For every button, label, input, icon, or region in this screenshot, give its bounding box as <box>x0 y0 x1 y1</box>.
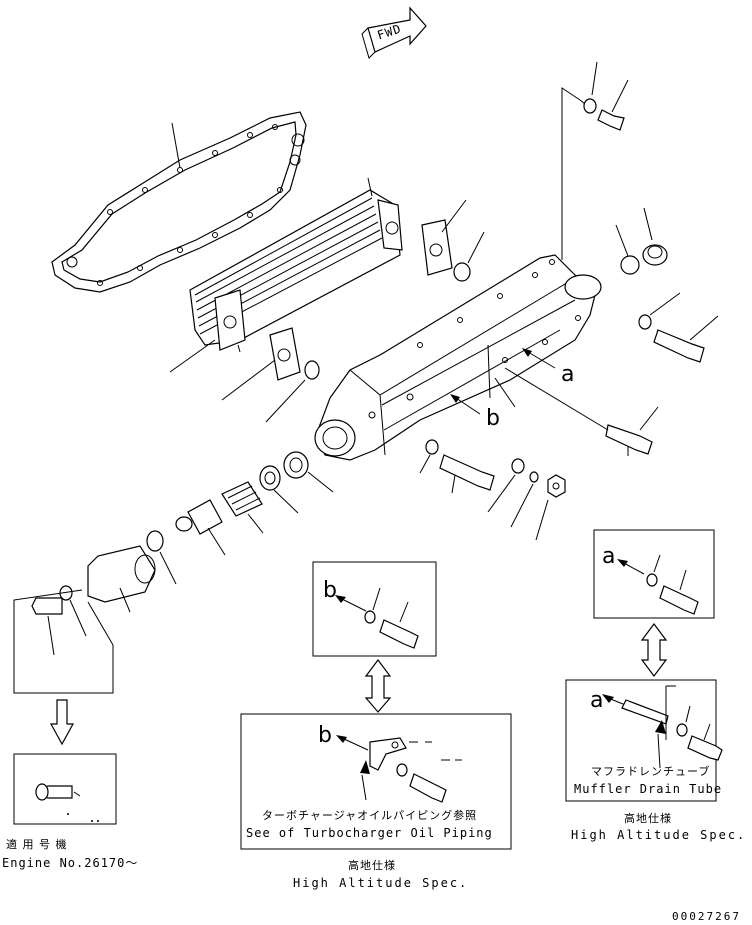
o-ring-upper <box>453 231 485 282</box>
washer-housing <box>419 439 439 474</box>
ref-label-a: a <box>561 362 575 387</box>
small-gasket-upper <box>421 199 467 276</box>
turbo-piping-note-en: See of Turbocharger Oil Piping <box>246 826 493 840</box>
high-altitude-caption-en-center: High Altitude Spec. <box>293 876 469 890</box>
washer-right <box>638 292 681 330</box>
high-altitude-caption-jp-center: 高地仕様 <box>348 859 396 872</box>
regulator-spring <box>221 481 264 534</box>
ref-arrow-a-icon <box>522 348 556 369</box>
applicable-engines-jp: 適 用 号 機 <box>6 838 68 851</box>
washer-top <box>583 61 598 114</box>
high-altitude-caption-en-right: High Altitude Spec. <box>571 828 747 842</box>
applicable-engines-en: Engine No.26170～ <box>2 856 139 870</box>
washer-stud <box>487 458 525 513</box>
cover-bolt <box>31 597 63 656</box>
seal-ring <box>283 451 334 493</box>
ref-label-a-box: a <box>602 544 616 569</box>
box-engine-no <box>13 753 117 825</box>
turbo-piping-note-jp: ターボチャージャオイルパイピング参照 <box>262 809 478 822</box>
ref-label-b: b <box>486 406 500 431</box>
ref-label-b-box: b <box>323 578 337 603</box>
long-bolt-right <box>653 315 719 363</box>
box-muffler-drain <box>565 679 723 802</box>
ref-arrow-b-icon <box>450 394 481 415</box>
o-ring-left <box>265 360 320 423</box>
muffler-drain-tube-jp: マフラドレンチューブ <box>591 765 711 778</box>
plug-right <box>642 207 668 266</box>
o-ring-right <box>615 224 640 275</box>
nut <box>535 474 566 541</box>
oil-cooler-cover <box>314 254 602 461</box>
valve-cover <box>87 545 156 613</box>
double-arrow-center-icon <box>364 659 392 713</box>
down-arrow-icon <box>49 699 75 746</box>
double-arrow-right-icon <box>640 623 668 677</box>
ref-label-b-large-box: b <box>318 723 332 748</box>
cover-washer <box>59 585 87 637</box>
left-frame <box>13 589 114 694</box>
small-gasket-left <box>221 327 301 401</box>
stud-bolt <box>439 454 495 494</box>
regulator-valve <box>175 499 226 556</box>
o-ring-valve <box>146 530 177 585</box>
muffler-drain-tube-en: Muffler Drain Tube <box>574 782 723 796</box>
drawing-number: 00027267 <box>672 910 741 923</box>
box-a-detail <box>593 529 715 619</box>
fwd-arrow-icon <box>361 6 427 59</box>
box-turbo-piping <box>240 713 512 850</box>
bolt-top <box>597 79 629 131</box>
spacer-ring <box>259 465 299 514</box>
spring-washer <box>510 471 539 528</box>
oil-cooler-element <box>169 177 403 373</box>
drain-valve <box>504 367 659 456</box>
gasket <box>51 111 307 293</box>
high-altitude-caption-jp-right: 高地仕様 <box>624 812 672 825</box>
ref-label-a-large-box: a <box>590 688 604 713</box>
leader-top-right <box>561 87 586 260</box>
box-b-detail <box>312 561 437 657</box>
